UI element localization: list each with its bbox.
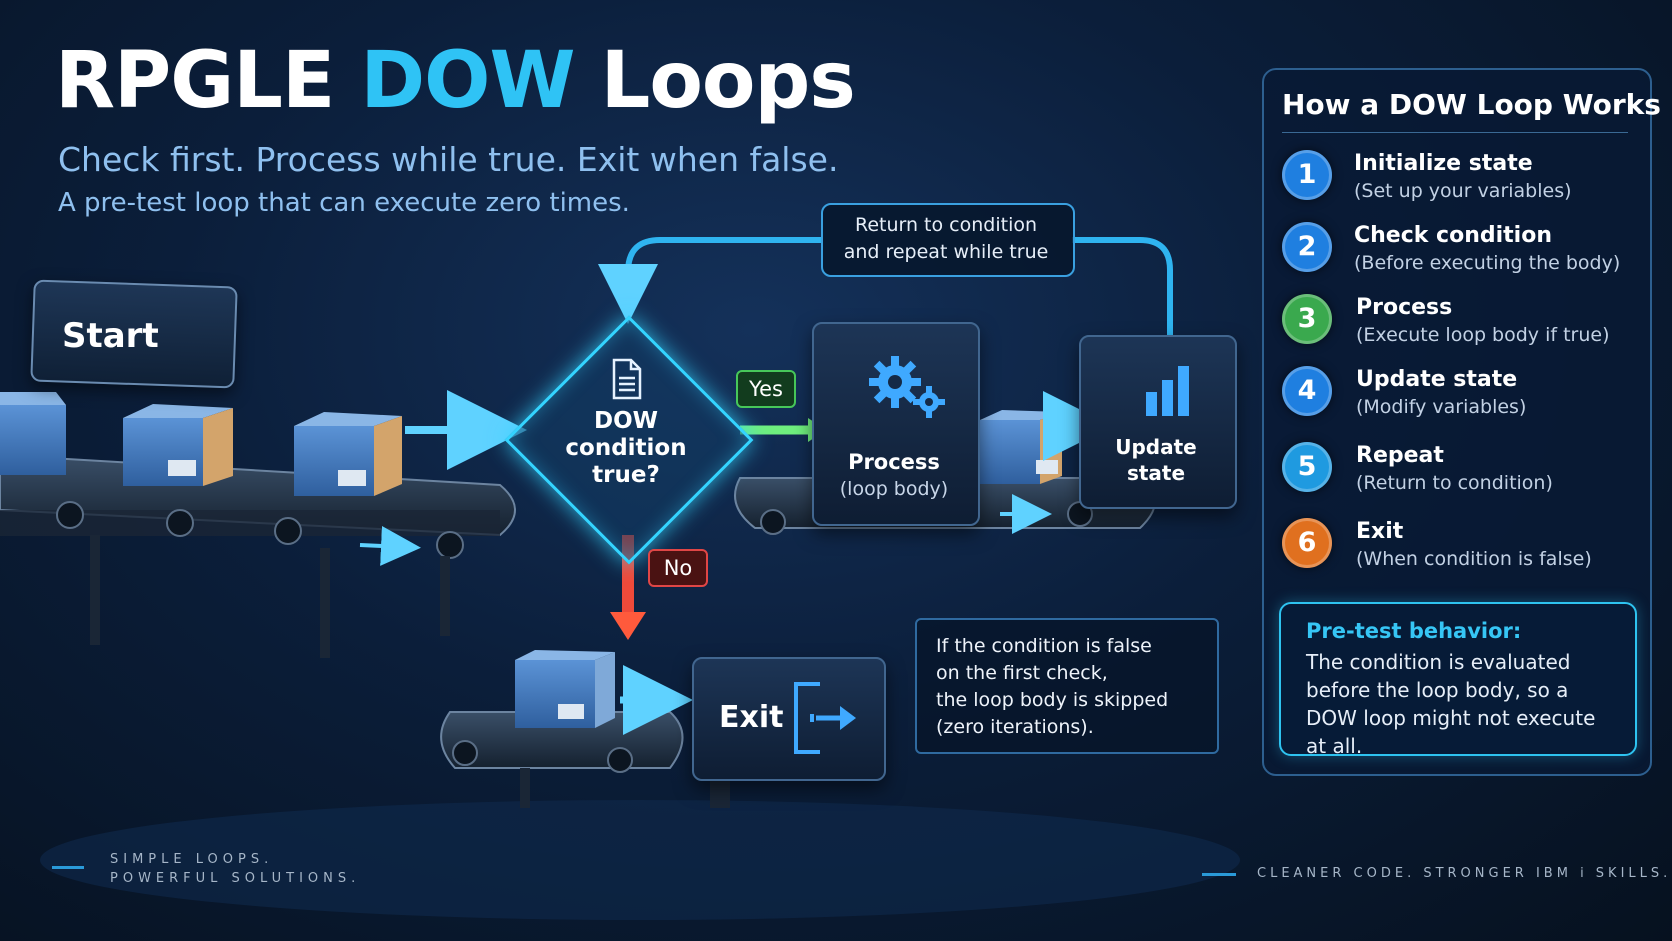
package-icon <box>123 404 233 486</box>
zero-iteration-note-text: If the condition is false on the first c… <box>936 635 1169 738</box>
step-4-description: (Modify variables) <box>1356 396 1527 418</box>
footer-left-slogan: SIMPLE LOOPS.POWERFUL SOLUTIONS. <box>110 852 361 886</box>
tagline: A pre-test loop that can execute zero ti… <box>58 188 630 218</box>
start-label: Start <box>62 316 159 356</box>
step-3-number: 3 <box>1282 294 1332 344</box>
exit-door-icon <box>794 682 856 754</box>
step-6-description: (When condition is false) <box>1356 548 1592 570</box>
step-6-number: 6 <box>1282 518 1332 568</box>
package-icon <box>980 410 1062 484</box>
step-2-description: (Before executing the body) <box>1354 252 1621 274</box>
page-title: RPGLE DOW Loops <box>55 36 856 126</box>
step-4-title: Update state <box>1356 367 1518 392</box>
subtitle: Check first. Process while true. Exit wh… <box>58 140 839 179</box>
package-icon <box>515 650 615 728</box>
exit-label: Exit <box>719 700 784 735</box>
main-conveyor <box>0 453 516 658</box>
step-3-description: (Execute loop body if true) <box>1356 324 1610 346</box>
step-1-title: Initialize state <box>1354 151 1533 176</box>
step-3-title: Process <box>1356 295 1453 320</box>
no-tag: No <box>648 549 708 587</box>
step-2-title: Check condition <box>1354 223 1552 248</box>
panel-divider <box>1282 132 1628 133</box>
footer-accent-line <box>52 866 84 869</box>
footer-right-slogan: CLEANER CODE. STRONGER IBM i SKILLS. <box>1257 866 1672 881</box>
gears-icon <box>869 356 945 418</box>
pretest-callout <box>1279 602 1637 756</box>
zero-iteration-note <box>915 618 1219 754</box>
step-5-number: 5 <box>1282 442 1332 492</box>
step-2-number: 2 <box>1282 222 1332 272</box>
step-1-number: 1 <box>1282 150 1332 200</box>
update-state-node <box>1079 335 1237 509</box>
step-5-title: Repeat <box>1356 443 1444 468</box>
yes-tag: Yes <box>736 370 796 408</box>
package-icon <box>0 392 66 475</box>
return-callout <box>821 203 1075 277</box>
bar-chart-icon <box>1146 366 1189 416</box>
process-label: Process <box>848 450 940 474</box>
return-connector <box>598 237 821 324</box>
pretest-title: Pre-test behavior: <box>1306 619 1522 643</box>
pretest-text: The condition is evaluated before the lo… <box>1306 650 1596 758</box>
step-6-title: Exit <box>1356 519 1404 544</box>
step-1-description: (Set up your variables) <box>1354 180 1572 202</box>
panel-title: How a DOW Loop Works <box>1282 88 1661 121</box>
step-5-description: (Return to condition) <box>1356 472 1553 494</box>
package-icon <box>294 412 402 496</box>
step-4-number: 4 <box>1282 366 1332 416</box>
document-icon <box>612 358 642 400</box>
process-sublabel: (loop body) <box>839 478 949 500</box>
footer-accent-line <box>1202 873 1236 876</box>
